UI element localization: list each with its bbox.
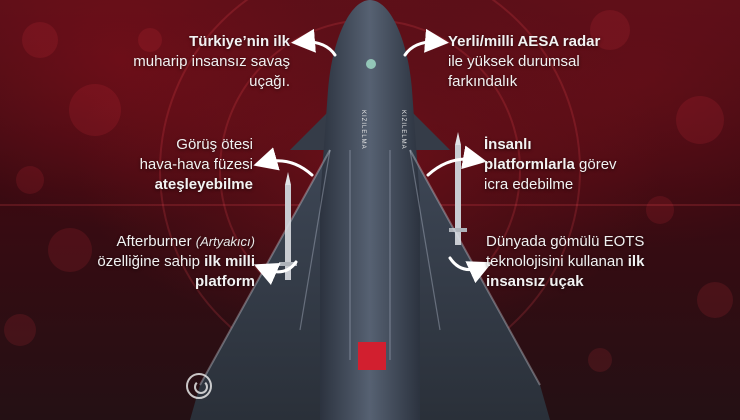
callout-top-left: Türkiye’nin ilk muharip insansız savaş u… (130, 32, 290, 92)
callout-top-right-title: Yerli/milli AESA radar (448, 33, 601, 50)
callout-bottom-right-bold3: insansız uçak (486, 273, 584, 290)
canard-right (410, 110, 450, 150)
fuselage-shape (320, 0, 420, 420)
arrow-top-right (403, 28, 449, 57)
callout-mid-right: İnsanlı platformlarla görev icra edebilm… (484, 135, 664, 195)
canard-left (290, 110, 330, 150)
arrow-bottom-left (253, 260, 298, 285)
callout-bottom-right-bold2: ilk (627, 253, 645, 270)
callout-top-left-line2: muharip insansız savaş (133, 53, 290, 70)
callout-bottom-left-line1: Afterburner (116, 233, 196, 250)
missile-left (279, 172, 297, 280)
callout-bottom-left-line2: özelliğine sahip (97, 253, 205, 270)
arrow-mid-right (426, 145, 487, 177)
callout-bottom-left-bold2: ilk milli (204, 253, 255, 270)
callout-bottom-left-bold3: platform (195, 273, 255, 290)
callout-top-left-line3: uçağı. (249, 73, 290, 90)
fuselage-text-right: KIZILELMA (400, 110, 406, 150)
callout-mid-left: Görüş ötesi hava-hava füzesi ateşleyebil… (85, 135, 253, 195)
callout-mid-left-title: ateşleyebilme (154, 176, 253, 193)
callout-mid-right-rest2: görev (574, 156, 617, 173)
arrow-mid-left (253, 147, 314, 177)
callout-bottom-left: Afterburner (Artyakıcı) özelliğine sahip… (70, 232, 255, 292)
callout-bottom-right-line1: Dünyada gömülü EOTS (486, 233, 645, 250)
callout-top-right-line3: farkındalık (448, 73, 518, 90)
callout-mid-right-line3: icra edebilme (484, 176, 574, 193)
fuselage-text-left: KIZILELMA (360, 110, 366, 150)
callout-top-right-line2: ile yüksek durumsal (448, 53, 580, 70)
missile-right (449, 132, 467, 245)
callout-mid-right-bold2: platformlarla (484, 156, 575, 173)
nose-sensor (366, 59, 376, 69)
callout-bottom-right: Dünyada gömülü EOTS teknolojisini kullan… (486, 232, 686, 292)
callout-top-left-title: Türkiye’nin ilk (189, 33, 290, 50)
callout-mid-left-line2: hava-hava füzesi (139, 156, 253, 173)
emblem-icon (186, 373, 212, 399)
callout-mid-left-line1: Görüş ötesi (176, 136, 253, 153)
arrow-top-left (291, 28, 337, 57)
callout-bottom-right-line2: teknolojisini kullanan (486, 253, 628, 270)
red-hatch (358, 342, 386, 370)
callout-mid-right-title: İnsanlı (484, 136, 532, 153)
callout-top-right: Yerli/milli AESA radar ile yüksek durums… (448, 32, 648, 92)
callout-bottom-left-italic: (Artyakıcı) (195, 234, 255, 249)
arrow-bottom-right (448, 256, 493, 284)
